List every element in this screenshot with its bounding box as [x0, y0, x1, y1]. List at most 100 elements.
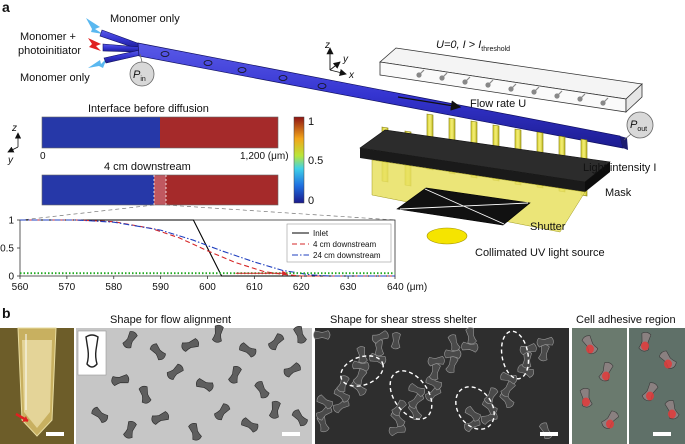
adhered-cell-marker [664, 359, 672, 369]
x-tick-label: 580 [105, 282, 122, 293]
photo-cell-adhesive [572, 328, 685, 444]
interface-left-tick: 0 [40, 151, 46, 162]
tube-arrow-icon [22, 416, 28, 422]
interface-right-tick: 1,200 (μm) [240, 151, 289, 162]
legend-label: Inlet [313, 229, 329, 238]
microfluidic-channel [99, 29, 628, 150]
particle [228, 365, 242, 384]
adhered-cell-marker [582, 397, 590, 407]
downstream-map-mix [154, 175, 166, 205]
particle [519, 343, 537, 356]
uv-source-label: Collimated UV light source [475, 247, 605, 259]
axes-3d-icon [326, 47, 347, 76]
y-tick-label: 0 [8, 272, 14, 283]
photomask-top [379, 47, 643, 113]
photo-shear-shelter [313, 327, 569, 444]
particle [428, 363, 441, 381]
axis-x-label: x [348, 70, 355, 81]
x-tick-label: 600 [199, 282, 216, 293]
axis-y-label: y [342, 54, 349, 65]
inlet-top-label: Monomer only [110, 13, 180, 25]
shutter [396, 187, 531, 226]
axis-z-label: z [324, 40, 330, 51]
particle [211, 324, 224, 343]
flow-rate-label: Flow rate U [470, 98, 526, 110]
particle [138, 385, 152, 404]
photo-tube [0, 327, 74, 444]
adhered-cell-marker [606, 419, 614, 429]
particle [214, 403, 231, 421]
particle [151, 411, 170, 425]
pressure-out-marker [626, 111, 654, 139]
particle [483, 387, 499, 404]
particle [445, 356, 459, 374]
adhered-cell-marker [668, 409, 676, 419]
inlet-middle-label-line2: photoinitiator [18, 45, 81, 57]
x-tick-label: 640 (μm) [387, 282, 427, 293]
x-tick-label: 620 [293, 282, 310, 293]
colorbar [293, 116, 305, 204]
chart-legend [286, 223, 392, 263]
particle [461, 341, 479, 353]
caption-flow-alignment: Shape for flow alignment [110, 314, 231, 326]
scale-bar [282, 432, 300, 436]
particle [408, 392, 425, 409]
caption-shear-shelter: Shape for shear stress shelter [330, 314, 477, 326]
x-tick-label: 560 [12, 282, 29, 293]
zoom-line-right [165, 204, 396, 221]
interface-title: Interface before diffusion [88, 103, 209, 115]
particle [427, 355, 445, 367]
particle [188, 422, 202, 441]
legend-label: 4 cm downstream [313, 240, 376, 249]
inlet-bottom-arrow-icon [88, 58, 107, 68]
downstream-map-red [166, 175, 278, 205]
y-tick-label: 1 [8, 216, 14, 227]
adhered-cell-marker [586, 344, 594, 354]
particle [521, 351, 532, 369]
colorbar-tick-max: 1 [308, 116, 314, 128]
particle [122, 331, 138, 349]
particle [465, 327, 477, 345]
inlet-top-arrow-icon [86, 18, 103, 34]
panel-a-letter: a [2, 0, 10, 15]
particle [291, 409, 308, 427]
inlet-bottom-label: Monomer only [20, 72, 90, 84]
particle [333, 398, 350, 414]
adhered-cell-marker [602, 371, 610, 381]
x-tick-label: 570 [59, 282, 76, 293]
particle [444, 349, 462, 359]
particle [464, 406, 481, 422]
interface-z-label: z [11, 123, 17, 134]
particle-shape-icon [85, 334, 99, 368]
photo-flow-alignment [76, 324, 312, 444]
particle [91, 406, 109, 423]
legend-label: 24 cm downstream [313, 251, 381, 260]
particle [464, 417, 481, 433]
particle [195, 378, 214, 392]
adhered-cell-marker [646, 391, 654, 401]
downstream-title: 4 cm downstream [104, 161, 191, 173]
inlet-middle-arrow-icon [88, 38, 101, 51]
flow-arrow-icon [397, 96, 462, 111]
zoom-line-left [21, 204, 155, 221]
particle [517, 364, 535, 378]
particle [293, 325, 307, 344]
downstream-map-blue [42, 175, 154, 205]
annotation-arrow-icon [282, 270, 288, 276]
particle [480, 411, 498, 425]
particle [500, 371, 518, 385]
particle [538, 344, 550, 362]
scale-bar [653, 432, 671, 436]
interface-map-red [160, 117, 278, 148]
particle [166, 363, 184, 380]
particle [241, 417, 259, 433]
mask-condition-label: U=0, I > Ithreshold [436, 39, 510, 53]
inlet-middle-label-line1: Monomer + [20, 31, 76, 43]
particle [316, 394, 333, 410]
particle [313, 330, 331, 340]
particle [371, 330, 389, 344]
shutter-label: Shutter [530, 221, 566, 233]
y-tick-label: 0.5 [0, 244, 14, 255]
